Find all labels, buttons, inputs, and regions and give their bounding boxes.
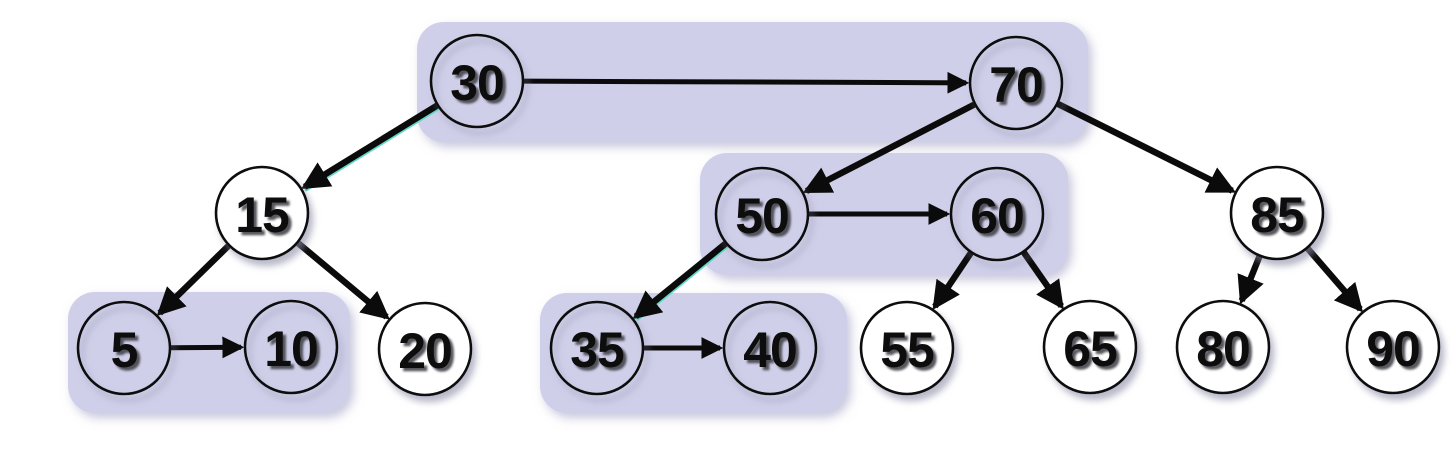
child-arrow-15-5 bbox=[156, 243, 231, 316]
sibling-arrow-30-70 bbox=[523, 71, 970, 94]
child-arrow-85-80 bbox=[1237, 255, 1264, 305]
edge-60-65 bbox=[1021, 250, 1064, 310]
node-circle-80 bbox=[1175, 299, 1271, 395]
tree-node-20: 20 bbox=[377, 301, 473, 397]
node-label-40: 40 bbox=[743, 322, 797, 378]
tree-node-85: 85 bbox=[1229, 165, 1325, 261]
node-label-85: 85 bbox=[1250, 187, 1304, 243]
node-circle-5 bbox=[76, 300, 172, 396]
tree-node-35: 35 bbox=[549, 300, 645, 396]
node-circle-20 bbox=[377, 301, 473, 397]
edge-70-85 bbox=[1056, 101, 1237, 194]
tree-node-60: 60 bbox=[949, 166, 1045, 262]
node-circle-85 bbox=[1229, 165, 1325, 261]
tree-node-65: 65 bbox=[1042, 299, 1138, 395]
edge-85-90 bbox=[1305, 246, 1364, 313]
edge-85-80 bbox=[1237, 255, 1264, 305]
node-label-90: 90 bbox=[1366, 321, 1420, 377]
group-highlight-35-40 bbox=[540, 293, 847, 413]
node-label-55: 55 bbox=[880, 322, 934, 378]
edge-50-35 bbox=[632, 241, 730, 321]
child-arrow-15-20 bbox=[296, 240, 390, 320]
group-highlights-layer bbox=[68, 22, 1088, 413]
node-circle-10 bbox=[243, 299, 339, 395]
tree-node-80: 80 bbox=[1175, 299, 1271, 395]
edge-15-20 bbox=[296, 240, 390, 320]
node-circle-35 bbox=[549, 300, 645, 396]
node-circle-40 bbox=[722, 300, 818, 396]
node-label-60: 60 bbox=[970, 188, 1024, 244]
child-arrow-60-55 bbox=[932, 251, 974, 310]
tree-node-70: 70 bbox=[968, 35, 1064, 131]
node-label-10: 10 bbox=[264, 321, 318, 377]
child-arrow-70-50 bbox=[802, 101, 976, 194]
edges-layer bbox=[156, 71, 1364, 360]
tree-node-15: 15 bbox=[214, 165, 310, 261]
node-circle-65 bbox=[1042, 299, 1138, 395]
node-label-15: 15 bbox=[235, 187, 289, 243]
node-circle-90 bbox=[1345, 299, 1441, 395]
child-arrow-30-15 bbox=[301, 102, 439, 190]
tree-node-90: 90 bbox=[1345, 299, 1441, 395]
node-label-50: 50 bbox=[735, 188, 789, 244]
node-circle-70 bbox=[968, 35, 1064, 131]
nodes-layer: 30 70 15 50 60 85 5 10 20 35 40 55 65 80 90 bbox=[76, 33, 1441, 397]
child-arrow-60-65 bbox=[1021, 250, 1064, 310]
edge-30-70 bbox=[523, 71, 970, 94]
node-label-20: 20 bbox=[398, 323, 452, 379]
node-label-70: 70 bbox=[989, 57, 1043, 113]
node-label-30: 30 bbox=[450, 55, 504, 111]
edge-70-50 bbox=[802, 101, 976, 194]
tree-node-40: 40 bbox=[722, 300, 818, 396]
tree-node-50: 50 bbox=[714, 166, 810, 262]
child-arrow-70-85 bbox=[1056, 101, 1237, 194]
node-label-5: 5 bbox=[111, 322, 138, 378]
child-arrow-50-35 bbox=[632, 241, 728, 320]
group-highlight-5-10 bbox=[68, 292, 350, 413]
tree-node-10: 10 bbox=[243, 299, 339, 395]
node-circle-30 bbox=[429, 33, 525, 129]
node-circle-55 bbox=[859, 300, 955, 396]
node-label-65: 65 bbox=[1063, 321, 1117, 377]
node-circle-15 bbox=[214, 165, 310, 261]
node-circle-50 bbox=[714, 166, 810, 262]
node-label-35: 35 bbox=[570, 322, 624, 378]
node-circle-60 bbox=[949, 166, 1045, 262]
child-arrow-85-90 bbox=[1305, 246, 1364, 313]
edge-30-15 bbox=[301, 102, 441, 192]
tree-node-55: 55 bbox=[859, 300, 955, 396]
edge-15-5 bbox=[156, 243, 231, 316]
edge-60-55 bbox=[932, 251, 974, 310]
tree-node-30: 30 bbox=[429, 33, 525, 129]
tree-node-5: 5 bbox=[76, 300, 172, 396]
node-label-80: 80 bbox=[1196, 321, 1250, 377]
